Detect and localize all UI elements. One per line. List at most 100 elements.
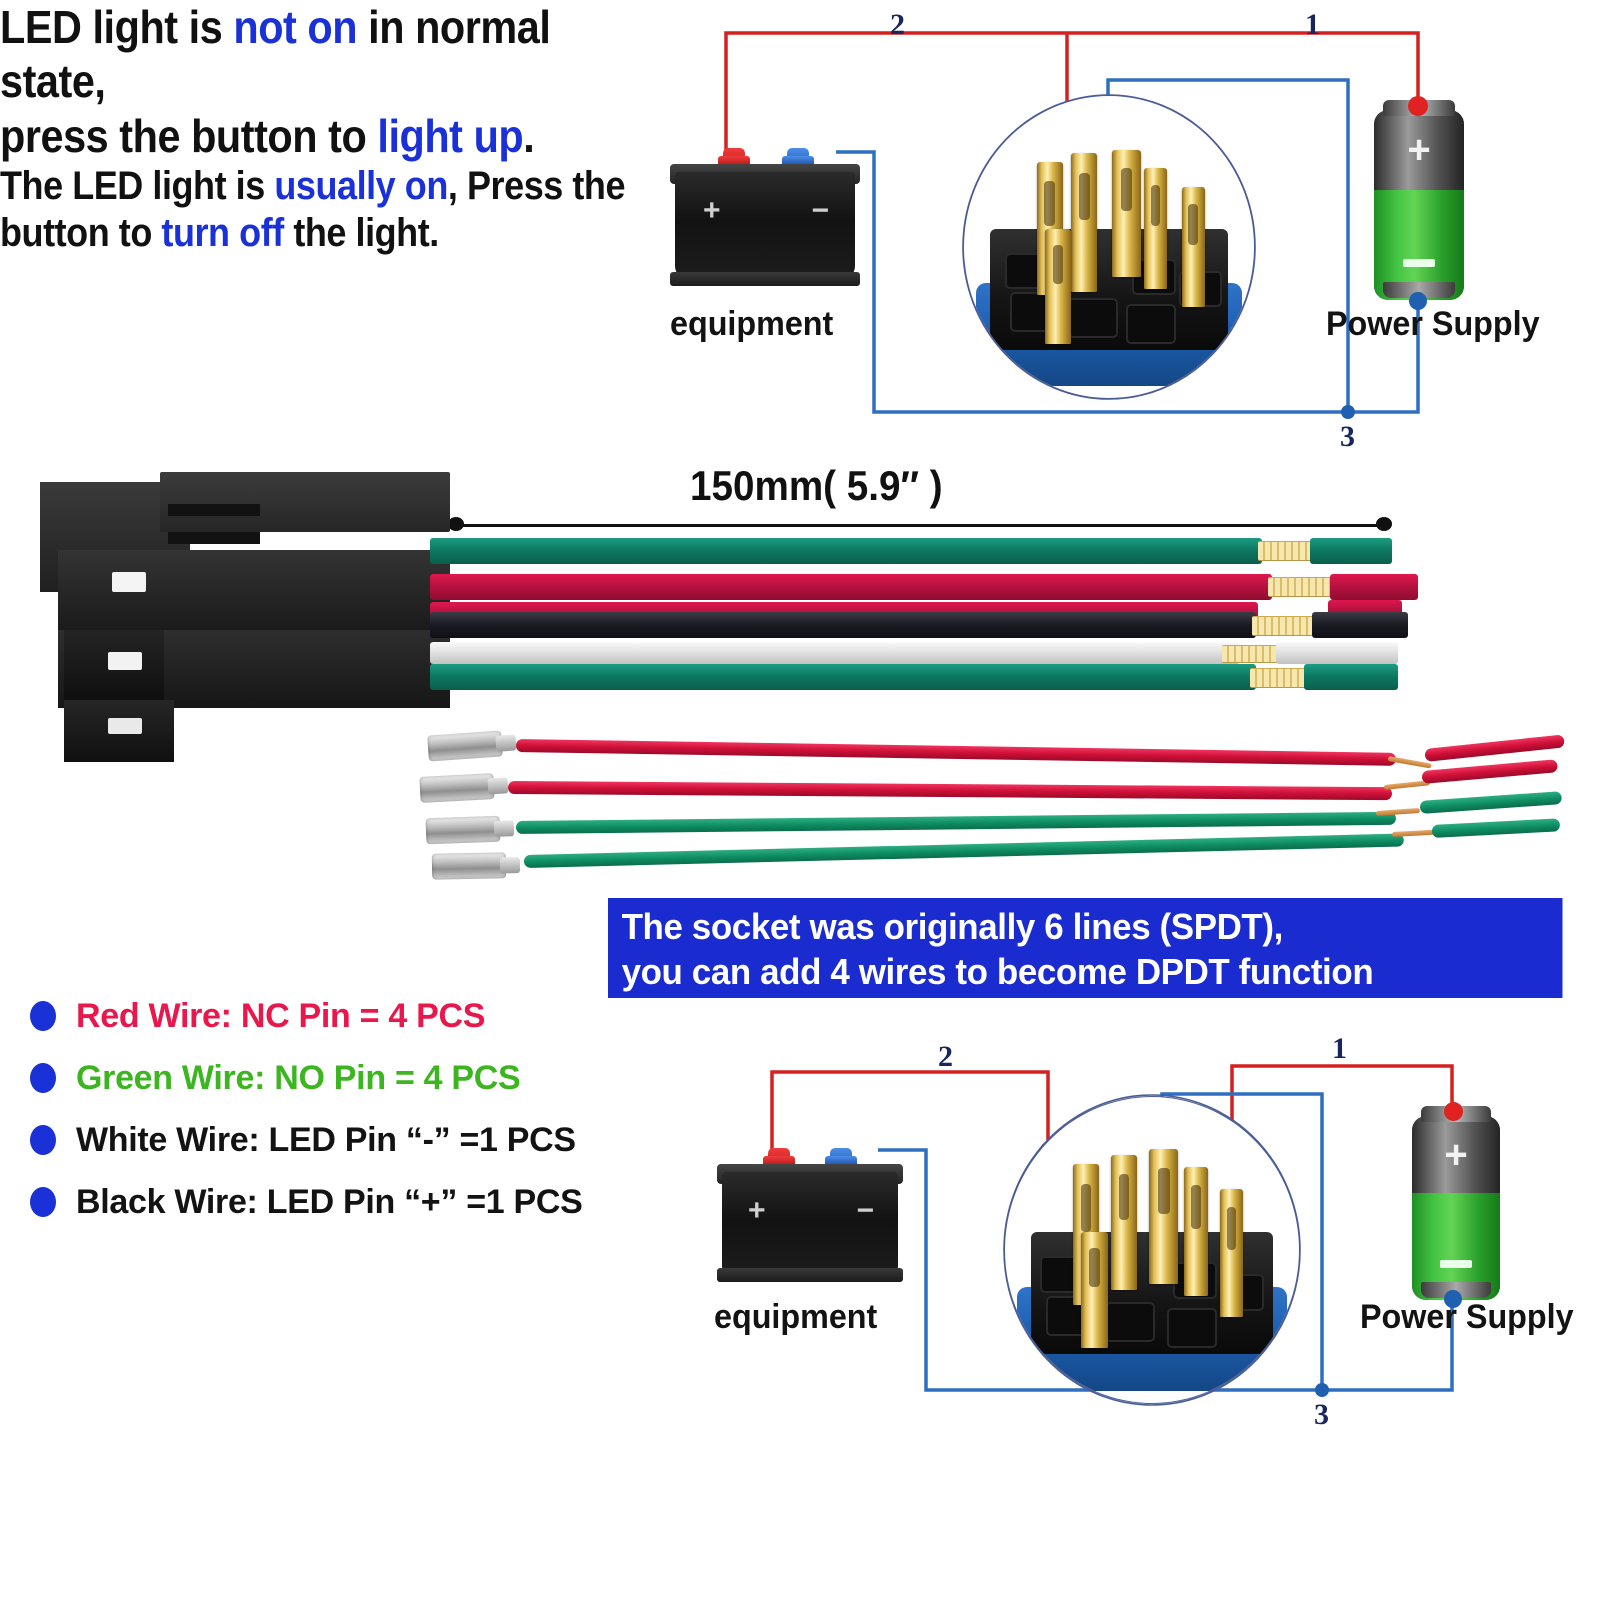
socket-pin-blade <box>1219 1188 1244 1318</box>
headline-bottom-line2-suffix: the light. <box>283 210 439 255</box>
cell-plus-symbol: + <box>1407 128 1431 173</box>
cell-positive-terminal-dot-top <box>1408 96 1428 116</box>
harness-wire-green-2 <box>430 664 1256 690</box>
headline-bottom: The LED light is usually on, Press the b… <box>0 163 630 257</box>
headline-top: LED light is not on in normal state, pre… <box>0 0 666 163</box>
socket-pin-blade <box>1184 1167 1208 1296</box>
addon-lead-red-1-tail <box>1424 734 1565 762</box>
cell-shell <box>1374 110 1464 300</box>
socket-pin-blade <box>1181 186 1205 308</box>
headline-top-line1: LED light is not on in normal state, <box>0 0 666 109</box>
wire-legend-label-black: Black Wire: LED Pin “+” =1 PCS <box>76 1182 583 1221</box>
addon-lead-green-2 <box>523 833 1404 868</box>
equipment-battery-icon-top: + − <box>670 148 860 286</box>
headline-top-line1-suffix: in normal state, <box>0 1 551 108</box>
cell-positive-terminal-dot-bottom <box>1444 1102 1463 1121</box>
relay-socket-photo-bottom <box>1004 1096 1300 1404</box>
diagram-bottom-pin-label-1: 1 <box>1332 1032 1347 1065</box>
socket-pin-blade <box>1143 168 1167 290</box>
headline-bottom-line1-suffix: , Press the <box>447 163 626 208</box>
socket-ellipse-frame <box>1004 1096 1300 1404</box>
socket-pin-blade <box>1110 1155 1138 1290</box>
addon-lead-green-1-tail <box>1419 791 1563 814</box>
wire-legend-label-green: Green Wire: NO Pin = 4 PCS <box>76 1058 521 1097</box>
connector-latch-window <box>108 652 142 670</box>
cell-bottom-cap <box>1383 282 1455 298</box>
cell-minus-symbol <box>1440 1259 1472 1268</box>
cell-shell <box>1412 1116 1500 1300</box>
battery-body <box>722 1172 898 1280</box>
harness-ferrule <box>1268 577 1336 597</box>
wire-legend-label-red: Red Wire: NC Pin = 4 PCS <box>76 996 486 1035</box>
headline-top-line2-prefix: press the button to <box>0 109 378 162</box>
diagram-top-pin-label-2: 2 <box>890 8 905 41</box>
headline-bottom-line1-highlight: usually on <box>274 163 448 208</box>
socket-pin-blade <box>1149 1149 1179 1284</box>
harness-ferrule <box>1258 541 1318 561</box>
diagram-bottom-pin-label-3: 3 <box>1314 1398 1329 1431</box>
spdt-dpdt-banner: The socket was originally 6 lines (SPDT)… <box>608 898 1563 998</box>
headline-bottom-line1-prefix: The LED light is <box>0 163 275 208</box>
banner-line-1: The socket was originally 6 lines (SPDT)… <box>621 906 1284 947</box>
headline-bottom-line2-highlight: turn off <box>161 210 284 255</box>
headline-top-line2: press the button to light up. <box>0 109 666 163</box>
cell-charge-fill <box>1374 189 1464 300</box>
list-item: Black Wire: LED Pin “+” =1 PCS <box>30 1171 640 1233</box>
dimension-line <box>448 517 1392 531</box>
wiring-diagram-top: 2 1 3 + − equipment + Power Supply <box>650 0 1600 460</box>
bullet-dot-icon <box>30 1063 56 1093</box>
harness-wire-black <box>430 612 1256 638</box>
dimension-label: 150mm( 5.9″ ) <box>690 462 943 509</box>
socket-hole <box>1104 1302 1155 1342</box>
addon-leads-group <box>419 725 1600 885</box>
headline-bottom-line2-prefix: button to <box>0 210 162 255</box>
addon-lead-red-2 <box>507 781 1393 801</box>
wiring-diagram-bottom: 2 1 3 + − equipment + Power Supply <box>700 1010 1600 1440</box>
socket-hole <box>1126 304 1176 344</box>
socket-pin-blade <box>1071 153 1098 293</box>
equipment-caption-top: equipment <box>670 305 834 343</box>
equipment-battery-icon-bottom: + − <box>717 1148 903 1282</box>
power-supply-caption-top: Power Supply <box>1326 305 1540 343</box>
connector-slot <box>168 504 260 516</box>
power-supply-caption-bottom: Power Supply <box>1360 1298 1574 1336</box>
wire-harness-group <box>430 530 1600 690</box>
cell-plus-symbol: + <box>1444 1133 1468 1178</box>
harness-wire-white-tail <box>1276 642 1398 664</box>
socket-pin-blade <box>1045 228 1072 344</box>
spade-terminal-icon <box>425 815 501 845</box>
exposed-copper <box>1375 807 1421 816</box>
bullet-dot-icon <box>30 1001 56 1031</box>
banner-line-2: you can add 4 wires to become DPDT funct… <box>621 951 1374 993</box>
headline-top-line2-suffix: . <box>523 109 535 162</box>
harness-wire-black-tail <box>1312 612 1408 638</box>
wire-legend-label-white: White Wire: LED Pin “-” =1 PCS <box>76 1120 576 1159</box>
harness-ferrule <box>1252 616 1318 636</box>
diagram-bottom-pin-label-2: 2 <box>938 1040 953 1073</box>
headline-bottom-line2: button to turn off the light. <box>0 210 630 257</box>
list-item: Red Wire: NC Pin = 4 PCS <box>30 985 640 1047</box>
diagram-top-pin-label-1: 1 <box>1305 8 1320 41</box>
relay-socket-photo-top <box>963 95 1255 399</box>
headline-top-line1-highlight: not on <box>233 1 358 53</box>
addon-lead-red-2-tail <box>1421 759 1559 784</box>
diagram-top-pin-label-3: 3 <box>1340 420 1355 453</box>
headline-top-line1-prefix: LED light is <box>0 1 234 53</box>
headline-top-line2-highlight: light up <box>377 109 524 162</box>
socket-hole <box>1068 298 1118 338</box>
harness-wire-green-1 <box>430 538 1262 564</box>
cell-minus-symbol <box>1403 259 1435 268</box>
cell-negative-terminal-dot-top <box>1409 292 1427 310</box>
harness-wire-green-1-tail <box>1310 538 1392 564</box>
power-supply-battery-icon-top: + <box>1374 100 1464 300</box>
battery-minus-symbol: − <box>856 1194 874 1227</box>
equipment-caption-bottom: equipment <box>714 1298 878 1336</box>
harness-ferrule <box>1222 645 1284 663</box>
spade-terminal-icon <box>419 773 495 803</box>
connector-slot <box>168 532 260 544</box>
harness-wire-red-1 <box>430 574 1272 600</box>
dimension-cap-left <box>448 517 464 531</box>
battery-foot <box>670 272 860 286</box>
dimension-cap-right <box>1376 517 1392 531</box>
